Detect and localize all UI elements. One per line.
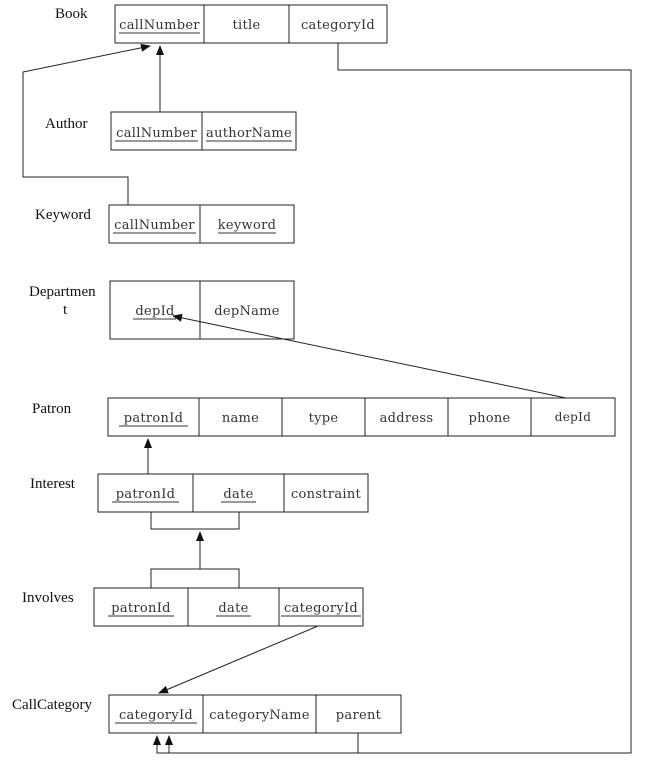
table-book: callNumber title categoryId (114, 4, 388, 44)
cell-text: date (223, 487, 253, 502)
table-name-callcategory: CallCategory (12, 697, 92, 713)
cell-text: callNumber (119, 18, 200, 33)
table-name-department-line1: Departmen (29, 284, 96, 300)
cell-text: categoryId (119, 708, 193, 723)
table-name-book: Book (55, 6, 88, 22)
table-cell: constraint (283, 473, 369, 513)
table-name-department-line2: t (63, 302, 68, 318)
table-cell: date (192, 473, 285, 513)
cell-text: date (218, 601, 248, 616)
cell-text: parent (336, 708, 382, 723)
table-keyword: callNumber keyword (108, 204, 295, 244)
table-name-author: Author (45, 116, 88, 132)
table-cell: title (203, 4, 290, 44)
fk-bracket-interest (150, 512, 240, 530)
table-cell: authorName (201, 111, 297, 151)
table-patron: patronId name type address phone depId (107, 397, 616, 437)
table-cell: callNumber (110, 111, 203, 151)
table-name-involves: Involves (22, 590, 74, 606)
table-name-patron: Patron (32, 401, 72, 417)
cell-text: categoryName (209, 708, 309, 723)
table-cell: categoryId (278, 587, 364, 627)
table-cell: depId (530, 397, 616, 437)
cell-text: depId (135, 304, 174, 319)
table-cell: patronId (93, 587, 189, 627)
table-involves: patronId date categoryId (93, 587, 364, 627)
table-department: depId depName (109, 280, 295, 340)
fk-arrow-keyword-book (22, 43, 151, 205)
cell-text: patronId (116, 487, 176, 502)
table-cell: name (198, 397, 283, 437)
cell-text: callNumber (116, 126, 197, 141)
cell-text: phone (468, 411, 510, 426)
table-callcategory: categoryId categoryName parent (108, 694, 402, 734)
table-cell: date (187, 587, 280, 627)
cell-text: keyword (218, 218, 277, 233)
cell-text: type (309, 411, 339, 426)
cell-text: title (233, 18, 261, 33)
table-cell: categoryName (202, 694, 317, 734)
cell-text: callNumber (114, 218, 195, 233)
table-cell: address (364, 397, 449, 437)
cell-text: patronId (111, 601, 171, 616)
table-author: callNumber authorName (110, 111, 297, 151)
cell-text: categoryId (301, 18, 375, 33)
table-cell: callNumber (108, 204, 201, 244)
table-cell: patronId (107, 397, 200, 437)
table-cell: depName (199, 280, 295, 340)
cell-text: depId (555, 410, 591, 424)
fk-arrow-book-callcategory (165, 43, 632, 754)
cell-text: depName (214, 304, 280, 319)
cell-text: categoryId (284, 601, 358, 616)
table-cell: categoryId (108, 694, 204, 734)
table-name-keyword: Keyword (35, 207, 91, 223)
table-cell: categoryId (288, 4, 388, 44)
cell-text: patronId (124, 411, 184, 426)
table-cell: type (281, 397, 366, 437)
table-cell: keyword (199, 204, 295, 244)
cell-text: name (222, 411, 259, 426)
table-interest: patronId date constraint (97, 473, 369, 513)
fk-bracket-involves (150, 568, 240, 588)
table-cell: parent (315, 694, 402, 734)
cell-text: constraint (291, 487, 362, 502)
table-name-interest: Interest (30, 476, 76, 492)
table-cell: phone (447, 397, 532, 437)
fk-arrow-involves-callcategory (158, 625, 319, 694)
table-cell: depId (109, 280, 201, 340)
fk-arrow-patron-department (172, 313, 567, 399)
table-cell: patronId (97, 473, 194, 513)
cell-text: authorName (206, 126, 292, 141)
cell-text: address (380, 411, 434, 426)
fk-arrow-callcategory-parent (153, 733, 359, 754)
table-cell: callNumber (114, 4, 205, 44)
